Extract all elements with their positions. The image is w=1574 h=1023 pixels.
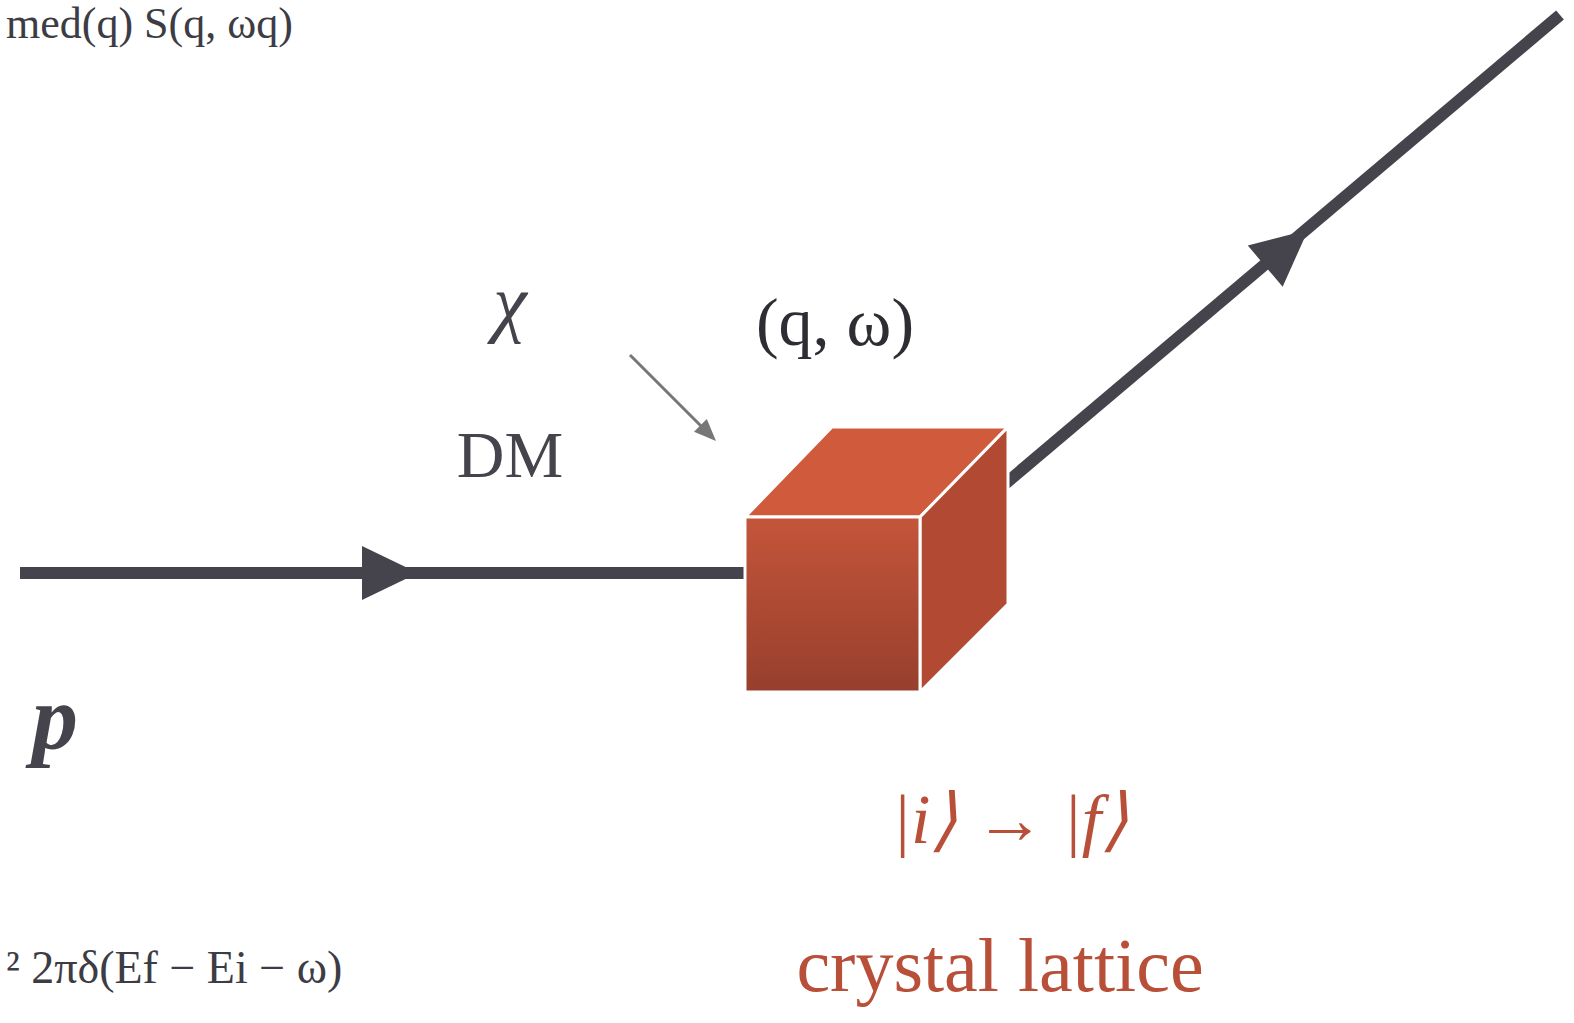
arrow-head bbox=[362, 546, 418, 600]
cube-side bbox=[920, 427, 1008, 692]
diagram-label: med(q) S(q, ωq) bbox=[6, 2, 293, 46]
diagram-label: χ bbox=[493, 264, 526, 340]
diagram-label: (q, ω) bbox=[756, 288, 914, 356]
state-transition: |i⟩ → |f⟩ bbox=[892, 785, 1128, 855]
leader-head bbox=[694, 419, 716, 441]
arrow-head bbox=[1248, 209, 1326, 286]
cube-front bbox=[745, 517, 920, 692]
leader-line bbox=[630, 355, 705, 430]
node-caption: crystal lattice bbox=[796, 927, 1203, 1003]
cube-shape bbox=[700, 420, 1320, 710]
outgoing-line bbox=[1005, 15, 1560, 484]
diagram-label: DM bbox=[457, 422, 563, 488]
crystal-cube: |i⟩ → |f⟩ crystal lattice bbox=[700, 420, 1320, 1020]
diagram-label: ² 2πδ(Ef − Ei − ω) bbox=[6, 945, 342, 991]
diagram-label: p bbox=[32, 672, 78, 764]
